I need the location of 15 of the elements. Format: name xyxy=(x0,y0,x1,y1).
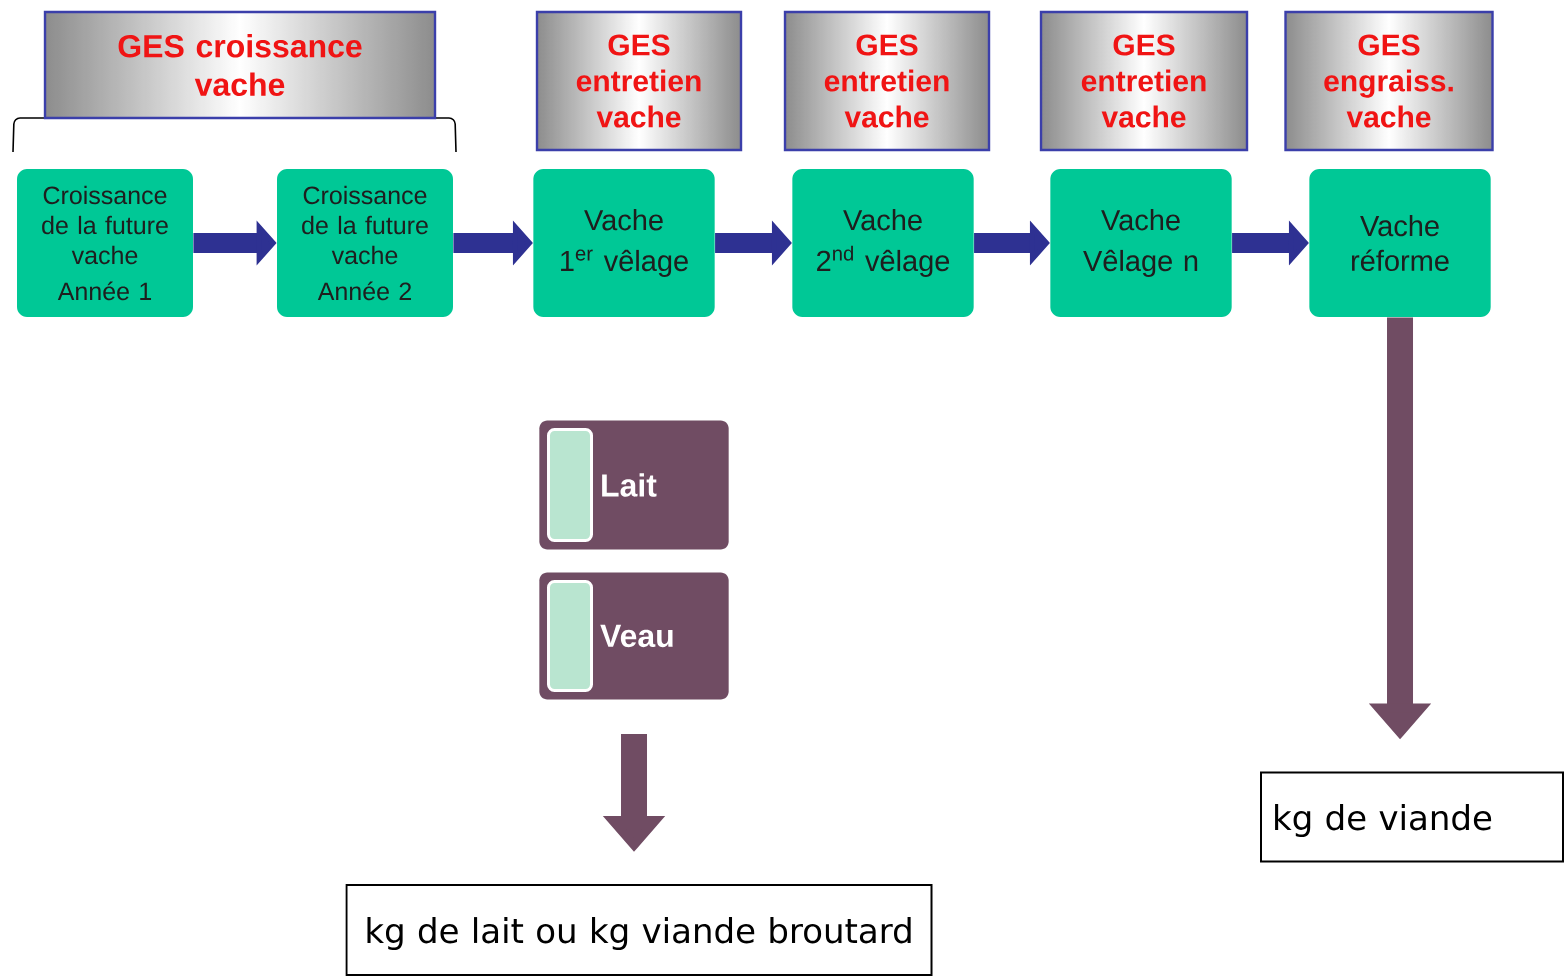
stage-box: Vache 2$^{nd}$ vêlage xyxy=(792,169,974,317)
emission-box: GES entretien vache xyxy=(1039,10,1249,152)
output-box: kg de viande xyxy=(1260,771,1564,863)
stage-box: Vache réforme xyxy=(1309,169,1491,317)
emission-box: GES entretien vache xyxy=(535,10,743,152)
output-box: kg de lait ou kg viande broutard xyxy=(345,884,933,976)
stage-box: Vache Vêlage n xyxy=(1050,169,1232,317)
stage-box: Vache 1$^{er}$ vêlage xyxy=(533,169,715,317)
stage-box: Croissance de la future vache Année 2 xyxy=(277,169,453,317)
product-box: Veau xyxy=(539,572,729,700)
emission-box: GES croissance vache xyxy=(43,10,437,120)
stage-box: Croissance de la future vache Année 1 xyxy=(17,169,193,317)
emission-box: GES entretien vache xyxy=(783,10,991,152)
product-box: Lait xyxy=(539,420,729,550)
emission-box: GES engraiss. vache xyxy=(1284,10,1494,152)
